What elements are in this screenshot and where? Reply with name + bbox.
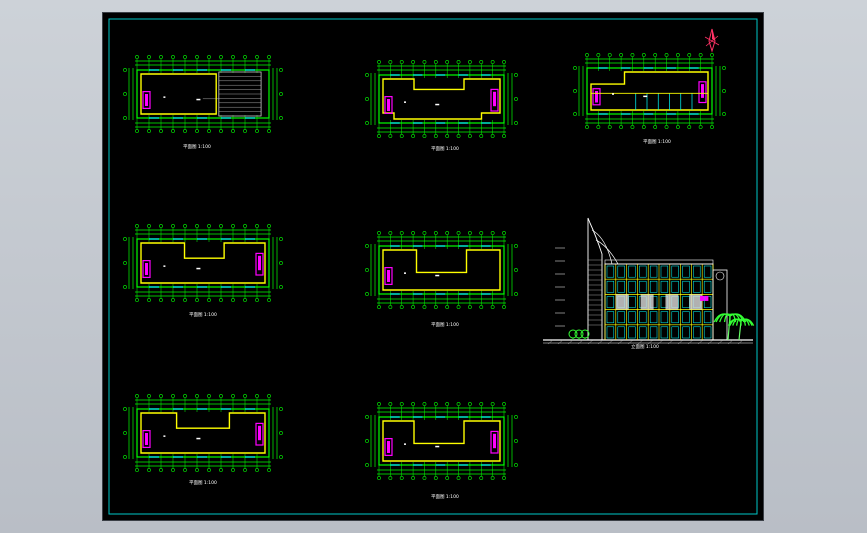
floor-plan-3 bbox=[573, 53, 726, 129]
building-elevation bbox=[543, 217, 755, 345]
floor-plan-4 bbox=[123, 224, 283, 302]
plan-1-label: 平面图 1:100 bbox=[183, 144, 211, 150]
plan-3-label: 平面图 1:100 bbox=[643, 139, 671, 145]
cad-drawing[interactable]: 平面图 1:100 平面图 1:100 平面图 1:100 平面图 1:100 … bbox=[103, 13, 763, 520]
floor-plans bbox=[123, 53, 726, 480]
plan-7-label: 平面图 1:100 bbox=[431, 494, 459, 500]
drawing-sheet[interactable]: 平面图 1:100 平面图 1:100 平面图 1:100 平面图 1:100 … bbox=[102, 12, 764, 521]
plan-5-label: 平面图 1:100 bbox=[431, 322, 459, 328]
plan-4-label: 平面图 1:100 bbox=[189, 312, 217, 318]
drawing-frame bbox=[108, 18, 758, 515]
floor-plan-6 bbox=[123, 394, 283, 472]
floor-plan-1 bbox=[123, 55, 283, 133]
elevation-label: 立面图 1:100 bbox=[631, 343, 659, 350]
north-arrow-icon bbox=[704, 28, 720, 53]
plan-6-label: 平面图 1:100 bbox=[189, 480, 217, 486]
floor-plan-2 bbox=[365, 60, 518, 138]
plan-2-label: 平面图 1:100 bbox=[431, 146, 459, 152]
floor-plan-7 bbox=[365, 402, 518, 480]
floor-plan-5 bbox=[365, 231, 518, 309]
